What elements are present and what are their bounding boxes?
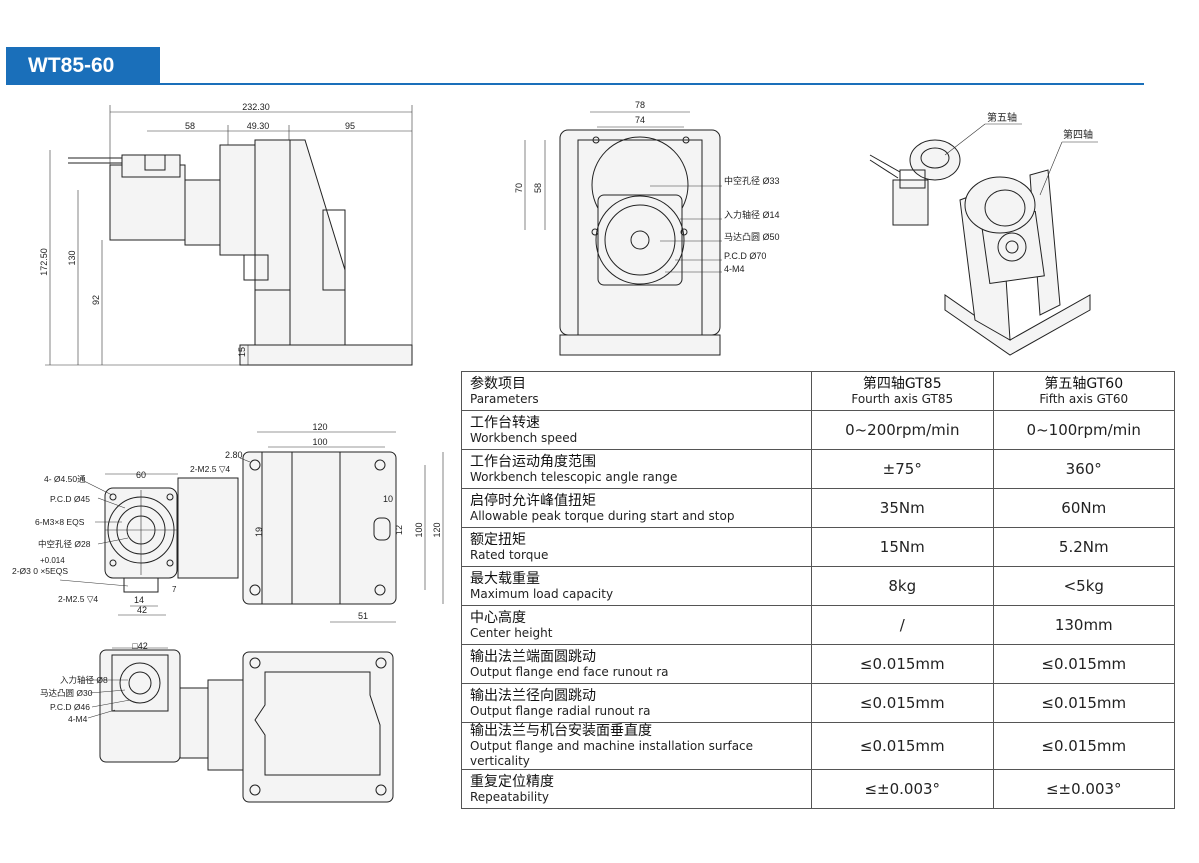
dim-10: 10 <box>383 494 393 504</box>
dim-49-30: 49.30 <box>247 121 270 131</box>
callout-4-holes-4-50: 4- Ø4.50通 <box>44 474 86 484</box>
dim-78: 78 <box>635 100 645 110</box>
dim-12: 12 <box>394 525 404 535</box>
header-fourth-axis: 第四轴GT85 Fourth axis GT85 <box>811 371 994 411</box>
callout-bottom-4-m4: 4-M4 <box>68 714 88 724</box>
front-view-drawing: 78 74 70 58 中空孔径 Ø33 入力轴径 Ø14 马达凸圆 Ø50 P… <box>514 100 780 356</box>
label-fifth-axis: 第五轴 <box>987 111 1017 124</box>
dim-100-top: 100 <box>312 437 327 447</box>
dim-overall-length: 232.30 <box>242 102 270 112</box>
label-fourth-axis: 第四轴 <box>1063 128 1093 141</box>
isometric-view-drawing: 第五轴 第四轴 <box>869 111 1098 356</box>
title-underline <box>6 83 1144 85</box>
callout-pcd-46: P.C.D Ø46 <box>50 702 90 712</box>
top-view-drawing: 2.80 100 120 100 10 12 19 51 2-M2.5 ▽4 <box>190 431 444 623</box>
table-header-row: 参数项目 Parameters 第四轴GT85 Fourth axis GT85… <box>460 371 1175 411</box>
dim-130: 130 <box>67 250 77 265</box>
callout-motor-boss-30: 马达凸圆 Ø30 <box>40 688 93 698</box>
callout-hollow-bore-33: 中空孔径 Ø33 <box>724 175 780 186</box>
dim-74: 74 <box>635 115 645 125</box>
dim-14-end: 14 <box>134 595 144 605</box>
header-parameters: 参数项目 Parameters <box>460 371 813 411</box>
callout-2-m2-5-thread: 2-M2.5 ▽4 <box>58 594 98 604</box>
dim-70: 70 <box>514 183 524 193</box>
callout-pcd-70: P.C.D Ø70 <box>724 251 766 261</box>
spec-table: 参数项目 Parameters 第四轴GT85 Fourth axis GT85… <box>460 371 1175 809</box>
bottom-view-drawing: □42 入力轴径 Ø8 马达凸圆 Ø30 P.C.D Ø46 4-M4 <box>40 641 394 803</box>
dim-60-end: 60 <box>136 470 146 480</box>
callout-4-m4: 4-M4 <box>724 264 745 274</box>
dim-19: 19 <box>254 527 264 537</box>
callout-input-shaft-8: 入力轴径 Ø8 <box>60 675 108 685</box>
model-title: WT85-60 <box>6 47 160 85</box>
header-fifth-axis: 第五轴GT60 Fifth axis GT60 <box>992 371 1175 411</box>
dim-58: 58 <box>185 121 195 131</box>
dim-42-end: 42 <box>137 605 147 615</box>
callout-tolerance: +0.014 <box>40 556 65 565</box>
dim-2-80-label: 2.80 <box>225 450 243 460</box>
callout-input-shaft-14: 入力轴径 Ø14 <box>724 209 780 220</box>
callout-2-pin-holes: 2-Ø3 0 ×5EQS <box>12 566 68 576</box>
dim-15: 15 <box>237 347 247 357</box>
side-view-drawing: 232.30 58 49.30 95 172.50 130 92 15 <box>39 102 413 366</box>
dim-square-42: □42 <box>132 641 147 651</box>
end-view-drawing: 4- Ø4.50通 P.C.D Ø45 6-M3×8 EQS 中空孔径 Ø28 … <box>12 470 239 616</box>
dim-92: 92 <box>91 295 101 305</box>
callout-top-2-m2-5: 2-M2.5 ▽4 <box>190 464 230 474</box>
callout-pcd-45: P.C.D Ø45 <box>50 494 90 504</box>
dim-58-front: 58 <box>533 183 543 193</box>
dim-172-50: 172.50 <box>39 248 49 276</box>
callout-6-m3-thread: 6-M3×8 EQS <box>35 517 85 527</box>
dim-51: 51 <box>358 611 368 621</box>
dim-100-side: 100 <box>414 522 424 537</box>
callout-hollow-bore-28: 中空孔径 Ø28 <box>38 539 91 549</box>
callout-motor-boss-50: 马达凸圆 Ø50 <box>724 231 780 242</box>
dim-7-end: 7 <box>172 585 177 594</box>
dim-120-side: 120 <box>432 522 442 537</box>
dim-95: 95 <box>345 121 355 131</box>
